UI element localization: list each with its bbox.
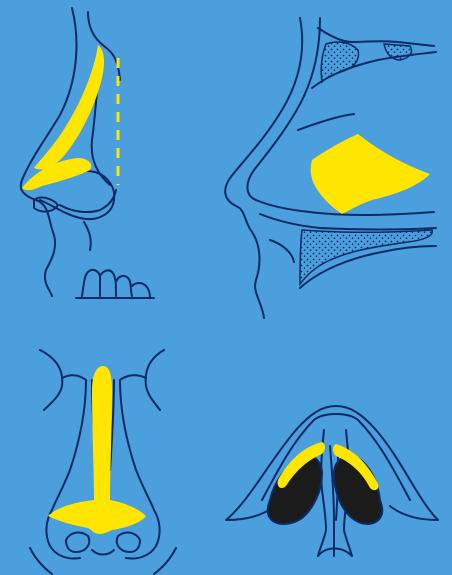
nasal-anatomy-diagram bbox=[0, 0, 452, 575]
diagram-canvas bbox=[0, 0, 452, 575]
background bbox=[0, 0, 452, 575]
